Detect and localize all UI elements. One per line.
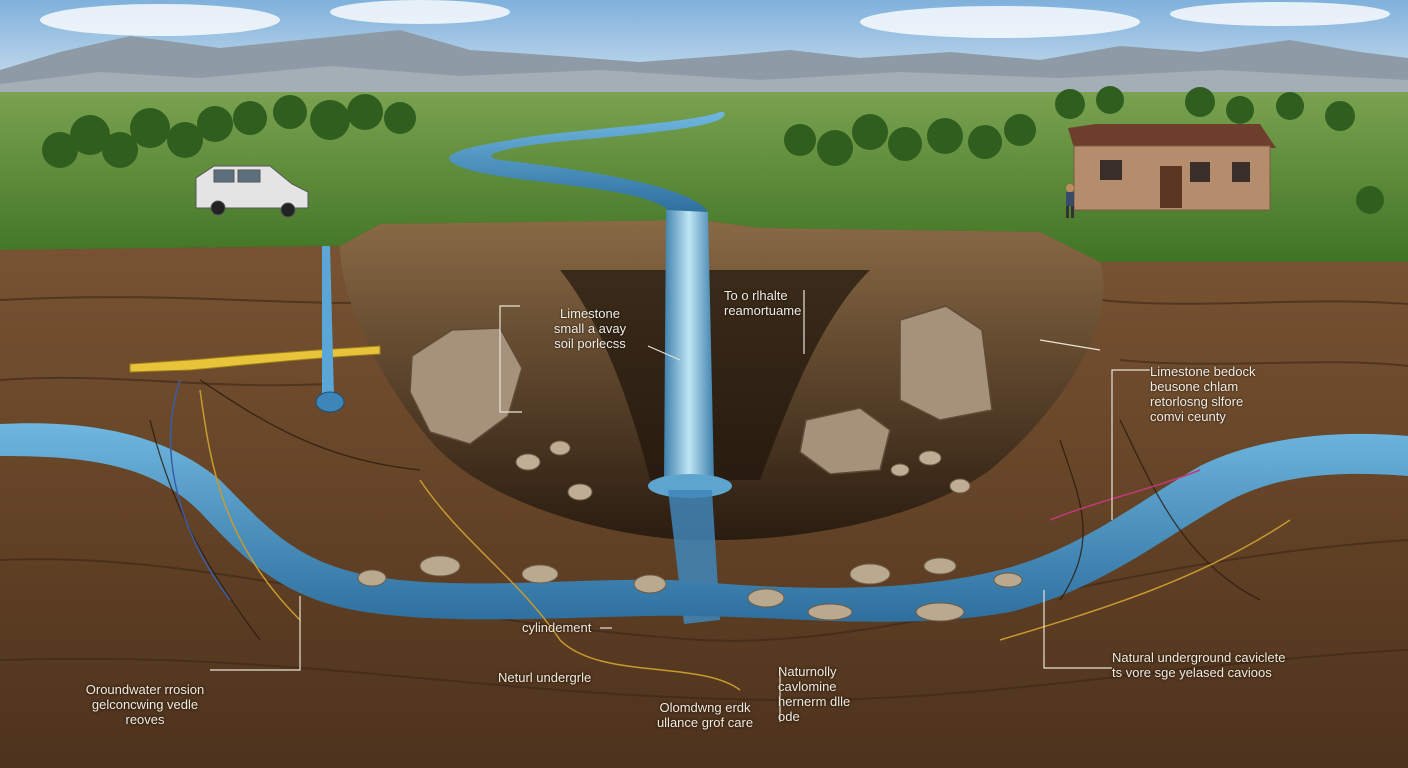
- clouds: [40, 0, 1390, 38]
- label-limestone-small-voids: Limestone small a avay soil porlecss: [553, 306, 627, 351]
- label-overlapping-side: Olomdwng erdk ullance grof care: [656, 700, 754, 730]
- tree-roots-colored: [169, 379, 1291, 691]
- underground-river: [0, 423, 1408, 622]
- car: [195, 165, 309, 218]
- waterfall: [664, 210, 714, 480]
- grassland: [0, 92, 1408, 262]
- rock-blocks: [409, 305, 993, 475]
- label-limestone-bedrock: Limestone bedock beusone chlam retorlosn…: [1150, 364, 1256, 424]
- pebbles: [515, 440, 971, 501]
- trees-left: [42, 94, 416, 168]
- label-natural-underground-cavities: Natural underground caviclete ts vore sg…: [1112, 650, 1286, 680]
- river-stones: [357, 555, 1023, 622]
- label-natural-undergrade: Neturl undergrle: [498, 670, 592, 685]
- surface-river: [449, 112, 725, 212]
- label-naturally-caverns: Naturnolly cavlomine hernerm dlle ode: [778, 664, 851, 724]
- yellow-pipe: [129, 345, 381, 373]
- leader-lines: [210, 290, 1150, 722]
- strata-lines: [0, 296, 1408, 702]
- label-groundwater-erosion: Oroundwater rrosion gelconcwing vedle re…: [85, 682, 205, 727]
- trees-right: [784, 86, 1384, 214]
- person: [1066, 184, 1074, 218]
- label-top: To o rlhalte reamortuame: [724, 288, 802, 318]
- label-cylindement: cylindement: [522, 620, 592, 635]
- house: [1068, 124, 1276, 211]
- water-pipe-vertical: [322, 246, 334, 400]
